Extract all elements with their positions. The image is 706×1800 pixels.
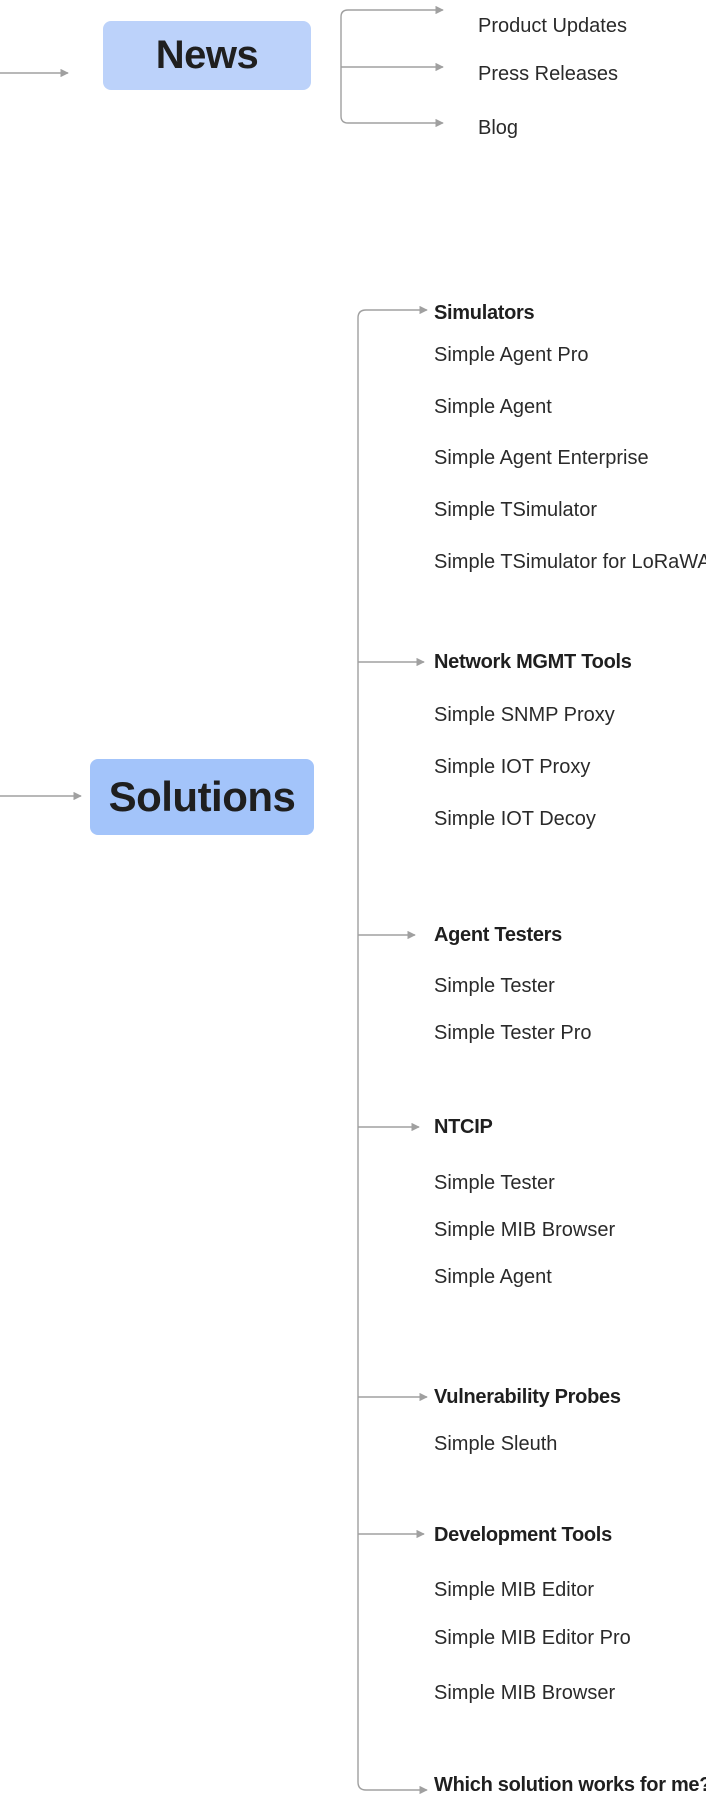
item-simple-sleuth[interactable]: Simple Sleuth [434,1433,558,1455]
item-simple-tsimulator[interactable]: Simple TSimulator [434,499,598,521]
group-title-development-tools[interactable]: Development Tools [434,1524,612,1546]
item-simple-tester-pro[interactable]: Simple Tester Pro [434,1022,592,1044]
group-title-vulnerability-probes[interactable]: Vulnerability Probes [434,1386,621,1408]
item-simple-tester[interactable]: Simple Tester [434,975,555,997]
item-simple-iot-proxy[interactable]: Simple IOT Proxy [434,756,591,778]
item-simple-agent-pro[interactable]: Simple Agent Pro [434,344,589,366]
item-simple-agent[interactable]: Simple Agent [434,396,552,418]
item-ntcip-simple-agent[interactable]: Simple Agent [434,1266,552,1288]
news-node[interactable]: News [103,21,311,90]
group-title-simulators[interactable]: Simulators [434,302,535,324]
group-title-which-solution[interactable]: Which solution works for me? [434,1774,706,1796]
news-item-product-updates[interactable]: Product Updates [478,15,627,37]
solutions-bracket [357,309,426,1791]
group-title-network-mgmt-tools[interactable]: Network MGMT Tools [434,651,632,673]
item-ntcip-simple-mib-browser[interactable]: Simple MIB Browser [434,1219,616,1241]
item-simple-mib-browser[interactable]: Simple MIB Browser [434,1682,616,1704]
item-simple-tsimulator-lorawan[interactable]: Simple TSimulator for LoRaWAN [434,551,706,573]
item-simple-mib-editor-pro[interactable]: Simple MIB Editor Pro [434,1627,631,1649]
group-title-ntcip[interactable]: NTCIP [434,1116,493,1138]
news-item-press-releases[interactable]: Press Releases [478,63,619,85]
item-simple-mib-editor[interactable]: Simple MIB Editor [434,1579,595,1601]
news-item-blog[interactable]: Blog [478,117,519,139]
item-simple-iot-decoy[interactable]: Simple IOT Decoy [434,808,596,830]
item-simple-agent-enterprise[interactable]: Simple Agent Enterprise [434,447,649,469]
solutions-node[interactable]: Solutions [90,759,314,835]
item-simple-snmp-proxy[interactable]: Simple SNMP Proxy [434,704,615,726]
group-title-agent-testers[interactable]: Agent Testers [434,924,562,946]
item-ntcip-simple-tester[interactable]: Simple Tester [434,1172,555,1194]
